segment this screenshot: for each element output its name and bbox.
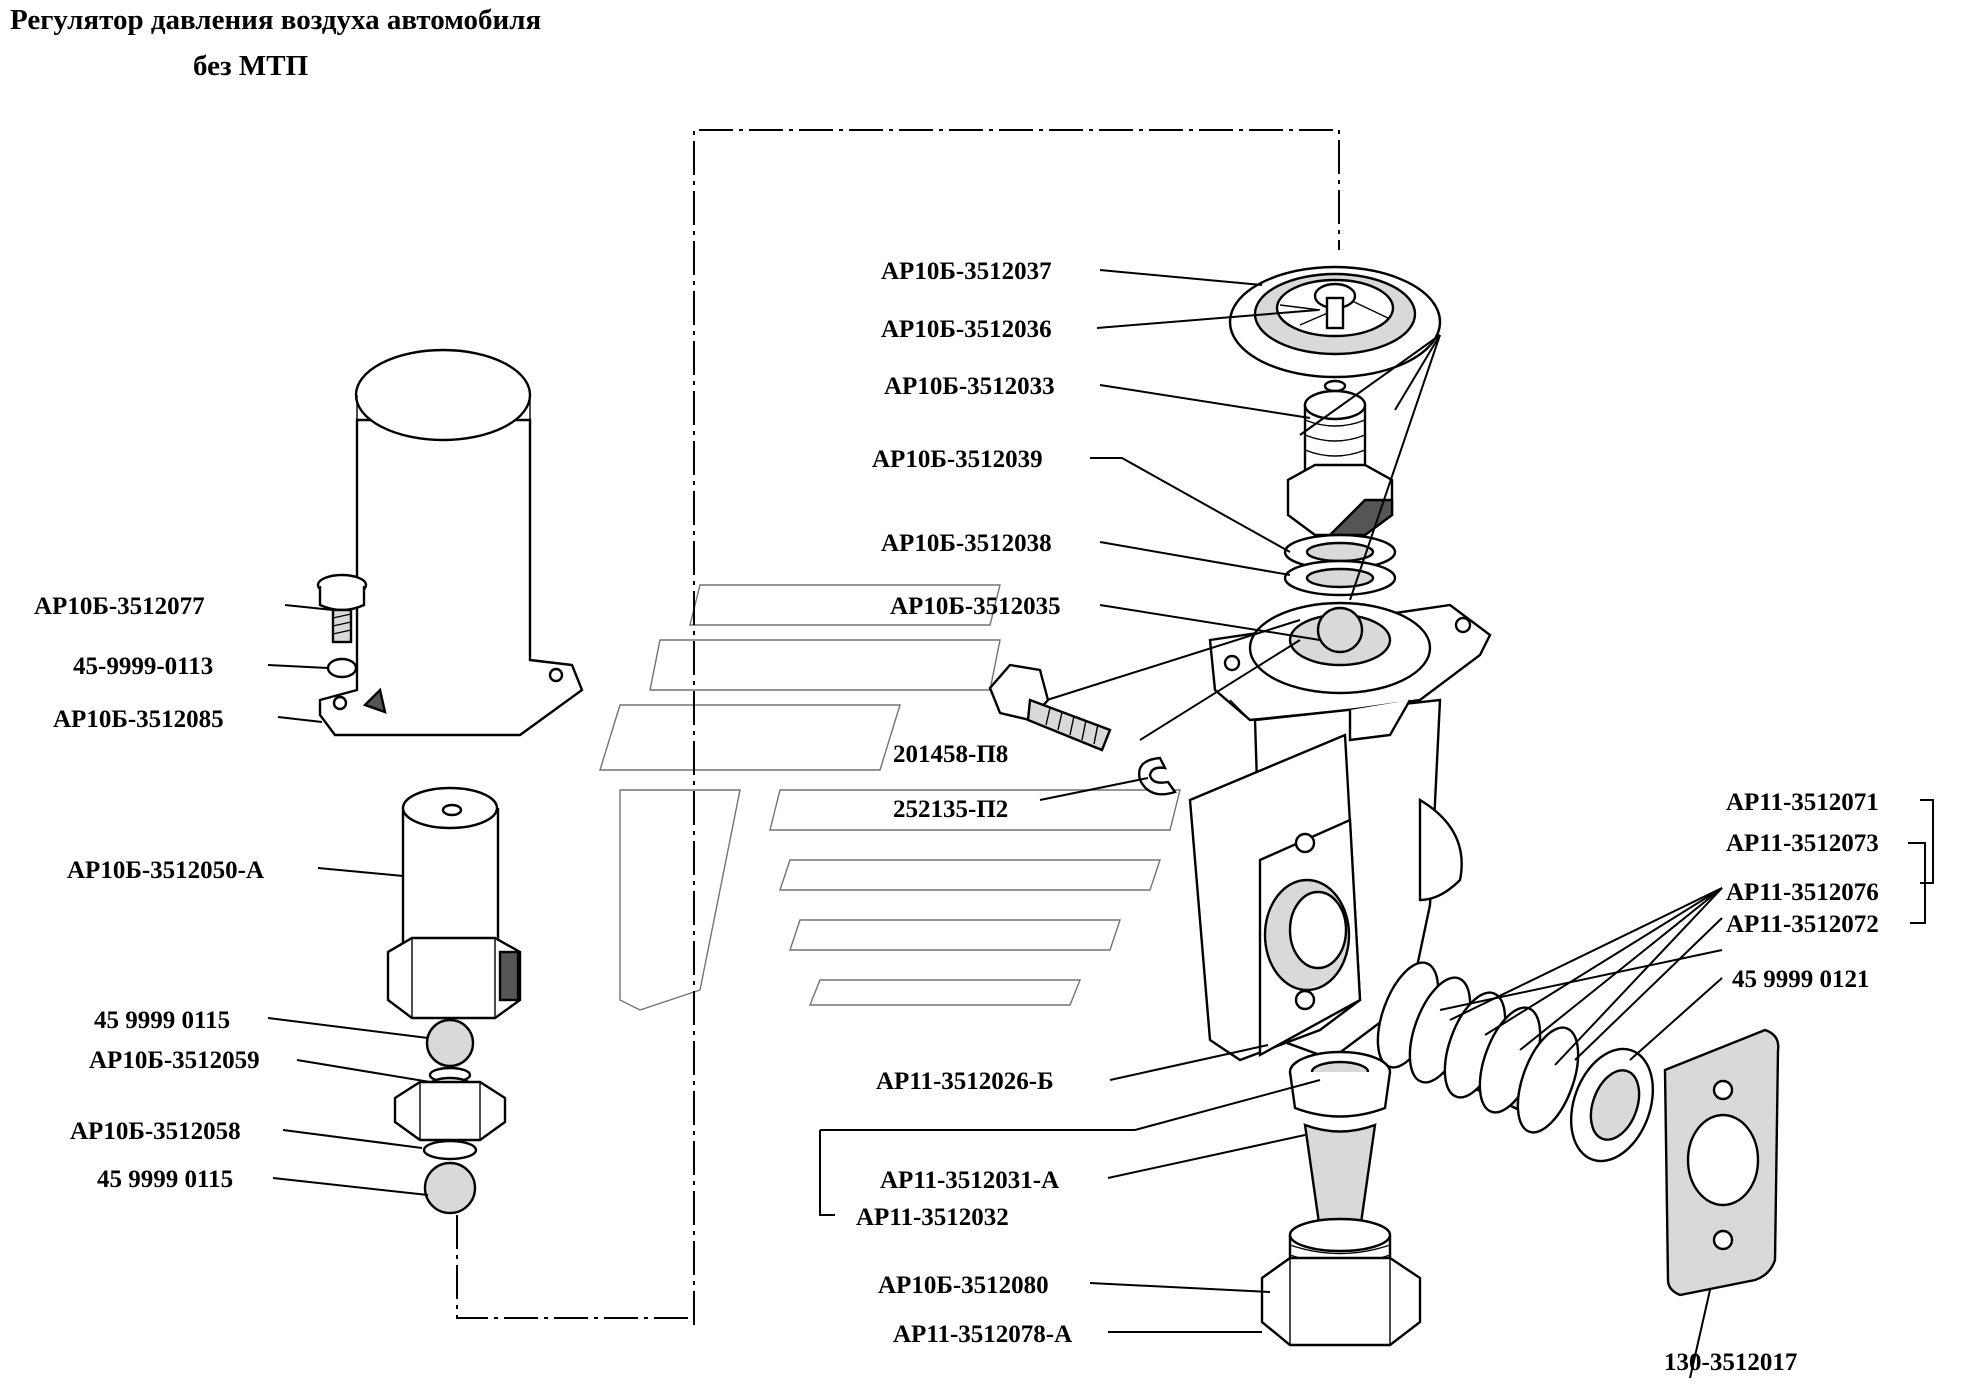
- ball-45-9999-0115-bottom: [423, 1161, 477, 1215]
- title-line-2: без МТП: [193, 50, 309, 82]
- label-45-9999-0121: 45 9999 0121: [1732, 966, 1870, 993]
- label-ar10b-3512036: АР10Б-3512036: [881, 316, 1052, 343]
- nut-ar10b-3512058: [393, 1080, 507, 1161]
- label-ar10b-3512077: АР10Б-3512077: [34, 593, 205, 620]
- label-ar11-3512073: АР11-3512073: [1726, 830, 1879, 857]
- gasket-130-3512017: [1663, 1028, 1780, 1297]
- label-ar11-3512031a: АР11-3512031-А: [880, 1167, 1059, 1194]
- label-ar10b-3512033: АР10Б-3512033: [884, 373, 1055, 400]
- bottom-valve-stack: [1260, 1050, 1422, 1347]
- label-ar10b-3512050a: АР10Б-3512050-А: [67, 857, 264, 884]
- assembly-frame: [456, 129, 1340, 1325]
- label-130-3512017: 130-3512017: [1664, 1349, 1797, 1376]
- label-45-9999-0113: 45-9999-0113: [73, 653, 213, 680]
- label-ar11-3512026b: АР11-3512026-Б: [876, 1068, 1054, 1095]
- bolt-201458-p8: [988, 663, 1112, 752]
- leader-lines: [267, 269, 1934, 1379]
- pin-ar10b-3512036: [1313, 282, 1357, 330]
- title-line-1: Регулятор давления воздуха автомобиля: [10, 4, 542, 36]
- label-45-9999-0115-bottom: 45 9999 0115: [97, 1166, 233, 1193]
- washer-45-9999-0113: [326, 657, 358, 679]
- label-252135-p2: 252135-П2: [893, 796, 1008, 823]
- label-ar10b-3512085: АР10Б-3512085: [53, 706, 224, 733]
- filter-assembly: [1376, 961, 1655, 1163]
- plunger-ar10b-3512050a: [386, 786, 522, 1020]
- label-ar10b-3512058: АР10Б-3512058: [70, 1118, 241, 1145]
- label-ar10b-3512059: АР10Б-3512059: [89, 1047, 260, 1074]
- label-ar10b-3512080: АР10Б-3512080: [878, 1272, 1049, 1299]
- part-labels: АР10Б-3512037 АР10Б-3512036 АР10Б-351203…: [34, 258, 1879, 1376]
- label-ar10b-3512038: АР10Б-3512038: [881, 530, 1052, 557]
- spring-ar10b-3512033: [1286, 379, 1394, 537]
- ball-45-9999-0115-top: [425, 1018, 475, 1068]
- cover-cap: [318, 348, 584, 737]
- watermark-logo: [599, 584, 1181, 1011]
- washer-252135-p2: [1138, 756, 1177, 796]
- label-ar10b-3512035: АР10Б-3512035: [890, 593, 1061, 620]
- label-ar10b-3512039: АР10Б-3512039: [872, 446, 1043, 473]
- label-ar11-3512076: АР11-3512076: [1726, 879, 1879, 906]
- washers-ar10b-3512039-3512038: [1283, 533, 1397, 597]
- label-ar11-3512071: АР11-3512071: [1726, 789, 1879, 816]
- screw-ar10b-3512077: [316, 573, 368, 644]
- label-ar11-3512072: АР11-3512072: [1726, 911, 1879, 938]
- label-ar11-3512032: АР11-3512032: [856, 1204, 1009, 1231]
- label-ar11-3512078a: АР11-3512078-А: [893, 1321, 1072, 1348]
- label-201458-p8: 201458-П8: [893, 741, 1008, 768]
- label-45-9999-0115-top: 45 9999 0115: [94, 1007, 230, 1034]
- label-ar10b-3512037: АР10Б-3512037: [881, 258, 1052, 285]
